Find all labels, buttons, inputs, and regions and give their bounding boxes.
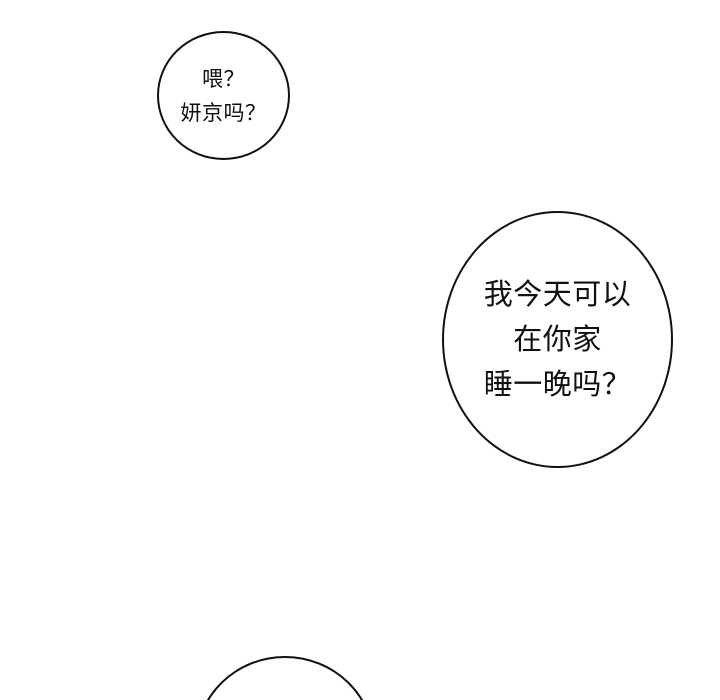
speech-bubble-3-partial: [195, 656, 375, 700]
speech-bubble-2-line-3: 睡一晚吗？: [483, 367, 632, 401]
speech-bubble-1-line-2: 妍京吗？: [180, 100, 267, 125]
speech-bubble-2-line-1: 我今天可以: [483, 277, 632, 311]
speech-bubble-2: 我今天可以 在你家 睡一晚吗？: [442, 211, 673, 468]
speech-bubble-1: 喂？ 妍京吗？: [157, 31, 290, 160]
speech-bubble-1-line-1: 喂？: [202, 66, 245, 91]
speech-bubble-2-line-2: 在你家: [513, 322, 602, 356]
